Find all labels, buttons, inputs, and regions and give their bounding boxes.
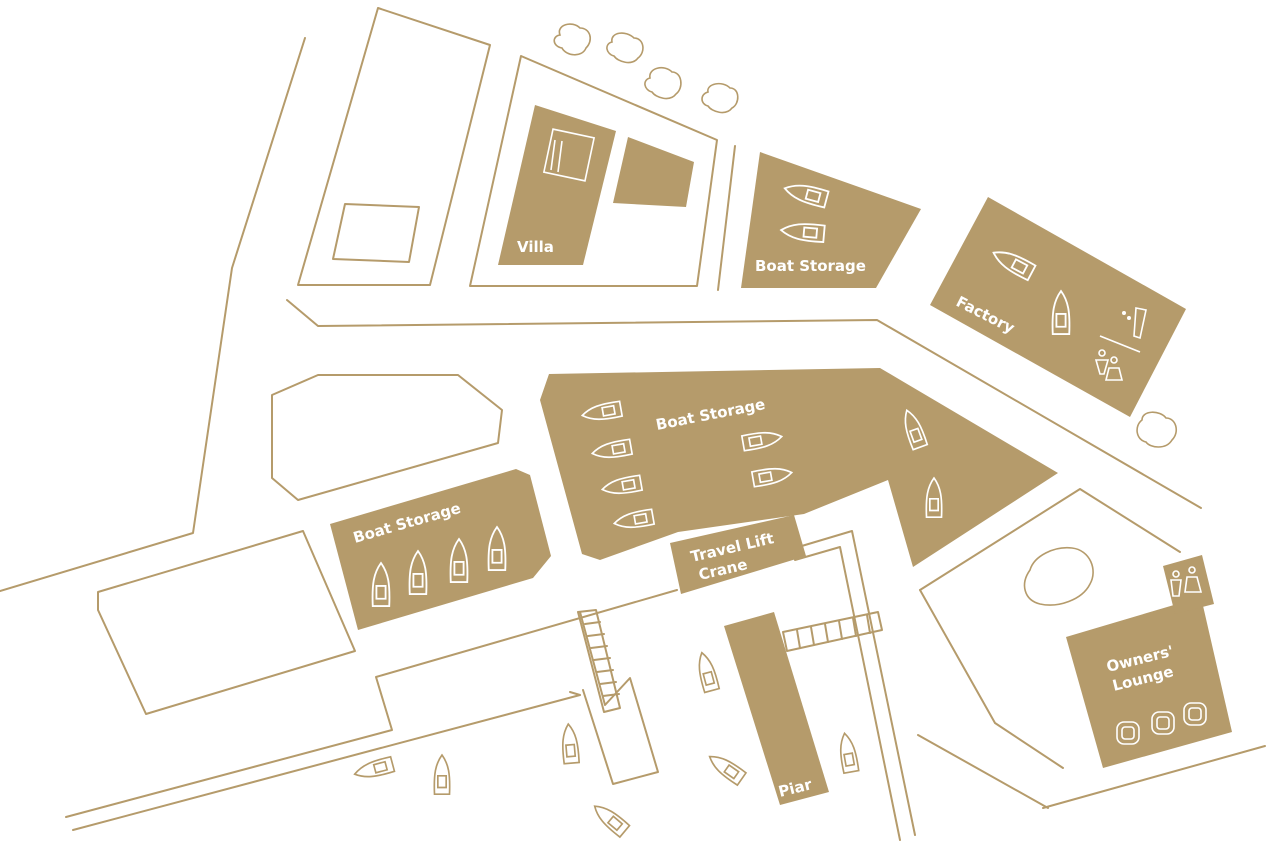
villa-label: Villa bbox=[517, 238, 554, 256]
boat-storage-center[interactable]: Boat Storage bbox=[540, 368, 1058, 567]
villa-building[interactable]: Villa bbox=[498, 105, 694, 265]
boat-icon bbox=[559, 722, 581, 765]
owners-lounge[interactable]: Owners' Lounge bbox=[1066, 555, 1232, 768]
tree-icon bbox=[606, 32, 644, 64]
piar[interactable]: Piar bbox=[724, 612, 829, 805]
tree-icon bbox=[553, 23, 592, 56]
boat-icon bbox=[704, 749, 748, 787]
bed-icon bbox=[542, 128, 596, 182]
tree-icon bbox=[1023, 546, 1094, 606]
boat-storage-top-label: Boat Storage bbox=[755, 257, 866, 275]
factory-building[interactable]: Factory bbox=[930, 197, 1186, 417]
trees bbox=[553, 23, 1178, 606]
road-outlines bbox=[0, 7, 1266, 841]
shower-icon bbox=[1122, 307, 1147, 340]
boat-icon bbox=[351, 755, 396, 783]
tree-icon bbox=[1136, 411, 1178, 448]
restroom-icon bbox=[1170, 566, 1203, 597]
boat-storage-left[interactable]: Boat Storage bbox=[330, 469, 551, 630]
boat-icon bbox=[588, 799, 631, 839]
boat-storage-top[interactable]: Boat Storage bbox=[741, 152, 921, 288]
sink-icon bbox=[1116, 721, 1140, 745]
boat-icon bbox=[433, 753, 451, 796]
tree-icon bbox=[701, 82, 739, 114]
restroom-icon bbox=[1094, 349, 1124, 381]
boat-icon bbox=[693, 649, 721, 694]
tree-icon bbox=[644, 66, 682, 100]
sink-icon bbox=[1183, 702, 1207, 726]
boat-icon bbox=[835, 730, 861, 775]
sink-icon bbox=[1151, 711, 1175, 735]
